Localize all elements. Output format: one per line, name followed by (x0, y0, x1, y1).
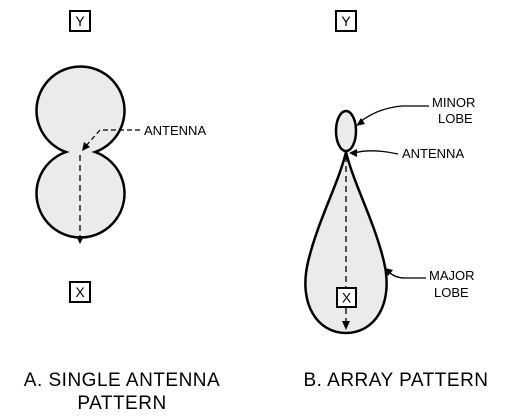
panel-a-axis-arrow-icon (76, 236, 84, 244)
panel-b-caption: B. ARRAY PATTERN (303, 370, 488, 391)
panel-a-caption-line2: PATTERN (77, 393, 166, 414)
panel-a-antenna-arrow-icon (82, 142, 90, 151)
panel-b-minor-lobe-leader (359, 105, 429, 123)
panel-b-antenna-label: ANTENNA (402, 146, 464, 161)
panel-a-antenna-leader (84, 129, 140, 148)
panel-a-figure-eight-lobes (35, 65, 126, 239)
panel-a-x-box (69, 281, 91, 303)
panel-a-y-box (69, 10, 91, 32)
panel-a-single-antenna: Y ANTENNA X A. SINGLE ANTENNA PATTERN (24, 10, 220, 414)
panel-b-x-box (336, 287, 357, 308)
panel-b-x-label: X (342, 290, 352, 306)
panel-a-caption-line1: A. SINGLE ANTENNA (24, 370, 220, 391)
panel-b-axis-arrow-icon (342, 321, 350, 330)
panel-b-major-lobe-arrow-icon (385, 268, 393, 276)
panel-a-x-label: X (75, 284, 85, 300)
panel-b-minor-lobe (334, 109, 358, 153)
panel-b-major-lobe-label-line2: LOBE (434, 285, 469, 300)
panel-b-array-pattern: Y X MINOR LOBE ANTENNA MAJOR LOBE B. ARR… (303, 10, 488, 391)
panel-b-minor-lobe-label-line1: MINOR (432, 95, 475, 110)
panel-b-minor-lobe-arrow-icon (356, 118, 365, 126)
panel-b-antenna-leader (353, 150, 399, 155)
panel-b-major-lobe (304, 151, 388, 335)
panel-a-antenna-label: ANTENNA (144, 123, 206, 138)
panel-b-y-label: Y (341, 13, 351, 29)
panel-b-antenna-arrow-icon (349, 149, 357, 157)
panel-b-y-box (335, 10, 357, 32)
panel-b-major-lobe-label-line1: MAJOR (429, 268, 475, 283)
panel-a-y-label: Y (75, 13, 85, 29)
panel-b-minor-lobe-label-line2: LOBE (438, 111, 473, 126)
panel-b-major-lobe-leader (388, 271, 426, 279)
